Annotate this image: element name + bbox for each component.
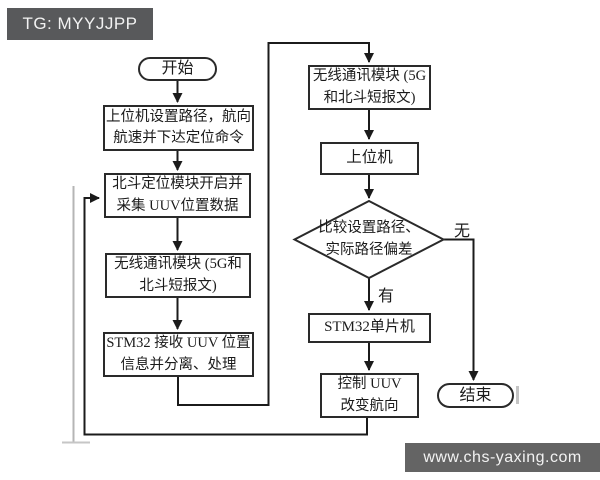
node-start-label: 开始 — [161, 60, 194, 78]
connector-controluuv-loop-to-beidou — [83, 193, 368, 436]
node-decision-line1: 比较设置路径、 — [318, 219, 420, 236]
node-beidou-module: 北斗定位模块开启并 采集 UUV位置数据 — [104, 173, 251, 218]
node-decision-label: 比较设置路径、 实际路径偏差 — [305, 217, 433, 262]
connector-stm32receive-to-wireless-right — [177, 42, 374, 406]
node-stm32-mcu-label: STM32单片机 — [324, 319, 415, 336]
node-start: 开始 — [138, 57, 217, 81]
node-host-computer: 上位机 — [320, 142, 419, 175]
watermark-tag-badge: TG: MYYJJPP — [7, 8, 153, 40]
node-wireless-left-line2: 北斗短报文) — [139, 277, 217, 294]
node-stm32-receive: STM32 接收 UUV 位置 信息并分离、处理 — [103, 332, 254, 377]
node-wireless-right-line2: 和北斗短报文) — [323, 89, 416, 106]
node-wireless-left-line1: 无线通讯模块 (5G和 — [114, 256, 242, 273]
node-beidou-line1: 北斗定位模块开启并 — [112, 176, 243, 193]
node-set-path-line1: 上位机设置路径，航向 — [106, 108, 251, 125]
decision-diamond-shape — [292, 199, 446, 280]
node-set-path-line2: 航速并下达定位命令 — [113, 130, 244, 146]
node-stm32-mcu: STM32单片机 — [308, 313, 431, 343]
node-wireless-right: 无线通讯模块 (5G 和北斗短报文) — [308, 65, 431, 110]
node-control-uuv-line1: 控制 UUV — [337, 376, 402, 393]
node-wireless-right-line1: 无线通讯模块 (5G — [312, 68, 427, 85]
node-end: 结束 — [437, 383, 514, 408]
node-beidou-line2: 采集 UUV位置数据 — [116, 197, 239, 214]
node-set-path: 上位机设置路径，航向 航速并下达定位命令 — [103, 105, 254, 151]
node-end-label: 结束 — [459, 386, 492, 404]
watermark-site-text: www.chs-yaxing.com — [423, 448, 582, 466]
connector-decision-no-to-end — [443, 238, 479, 381]
node-control-uuv-line2: 改变航向 — [340, 397, 399, 414]
branch-no-label: 无 — [454, 223, 471, 240]
node-host-label: 上位机 — [346, 149, 393, 167]
node-wireless-left: 无线通讯模块 (5G和 北斗短报文) — [105, 253, 251, 298]
watermark-tag-text: TG: MYYJJPP — [22, 14, 138, 33]
branch-yes-label: 有 — [378, 288, 395, 305]
node-stm32-receive-line1: STM32 接收 UUV 位置 — [106, 335, 251, 352]
watermark-site-badge: www.chs-yaxing.com — [405, 443, 600, 472]
node-control-uuv: 控制 UUV 改变航向 — [320, 373, 419, 418]
node-decision-line2: 实际路径偏差 — [325, 241, 413, 258]
node-stm32-receive-line2: 信息并分离、处理 — [120, 356, 237, 373]
